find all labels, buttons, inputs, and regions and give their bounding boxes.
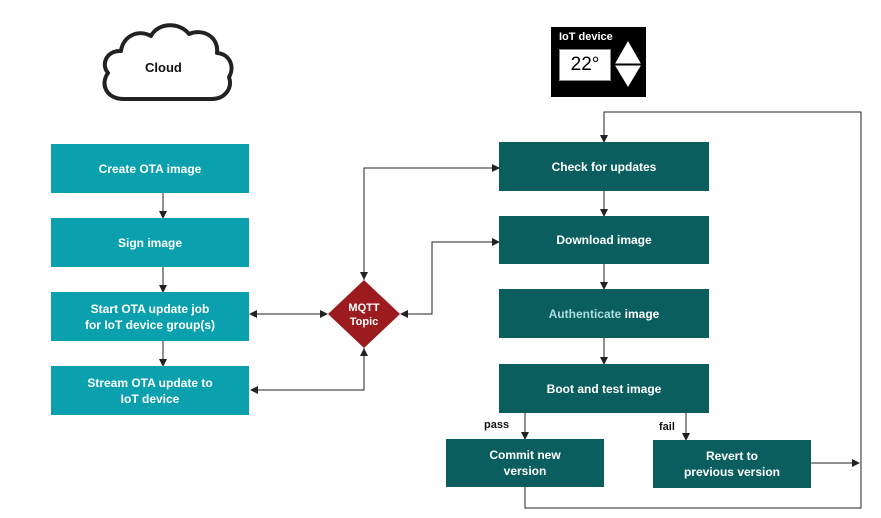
fail-label: fail	[659, 421, 675, 433]
mqtt-topic-diamond: MQTT Topic	[328, 280, 400, 348]
authenticate-image-box: Authenticate image	[499, 289, 709, 338]
arrow-download-to-mqtt	[400, 242, 433, 318]
commit-new-version-box: Commit new version	[446, 439, 604, 487]
cloud-icon	[102, 23, 234, 101]
arrow-mqtt-to-stream	[250, 348, 365, 394]
arrow-stream-to-mqtt	[251, 348, 368, 391]
check-for-updates-box: Check for updates	[499, 142, 709, 191]
pass-label: pass	[484, 419, 510, 431]
revert-previous-version-box: Revert to previous version	[653, 440, 811, 488]
sign-image-box: Sign image	[51, 218, 249, 267]
download-image-box: Download image	[499, 216, 709, 264]
cloud-label: Cloud	[145, 60, 182, 75]
authenticate-word: Authenticate	[548, 306, 622, 321]
mqtt-label-line2: Topic	[350, 316, 379, 328]
iot-device-widget: IoT device 22°	[551, 27, 646, 97]
iot-device-title: IoT device	[559, 31, 613, 43]
arrow-check-to-mqtt	[360, 167, 499, 280]
authenticate-rest: image	[621, 306, 660, 321]
boot-and-test-box: Boot and test image	[499, 364, 709, 413]
mqtt-label-line1: MQTT	[348, 302, 379, 314]
temperature-display: 22°	[559, 49, 611, 81]
create-ota-image-box: Create OTA image	[51, 144, 249, 193]
up-down-arrows-icon	[615, 40, 641, 87]
loop-back-to-check	[524, 111, 862, 509]
start-ota-job-box: Start OTA update job for IoT device grou…	[51, 292, 249, 341]
down-arrow-icon	[615, 65, 641, 87]
stream-ota-update-box: Stream OTA update to IoT device	[51, 366, 249, 415]
up-arrow-icon	[615, 40, 641, 64]
arrow-mqtt-to-download	[401, 238, 500, 315]
